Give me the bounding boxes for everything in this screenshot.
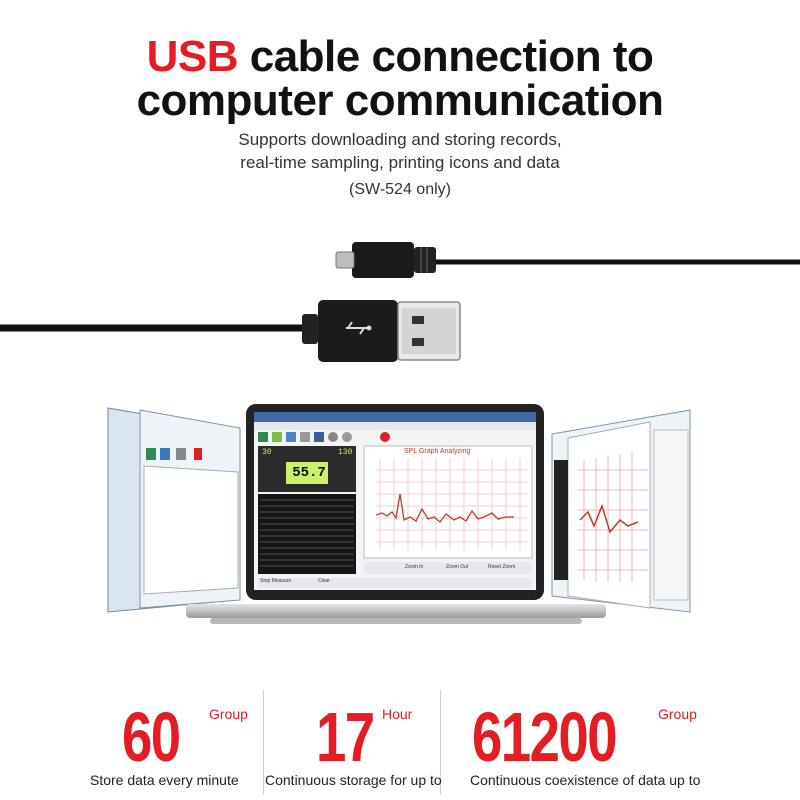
usb-a-connector-icon <box>0 300 461 362</box>
stat-unit: Hour <box>382 706 413 722</box>
stop-measure-button[interactable]: Stop Measure <box>260 578 292 584</box>
meter-range-high: 130 <box>338 448 353 457</box>
stat-number: 17 <box>316 698 375 776</box>
stats-divider <box>263 690 264 795</box>
stat-number: 61200 <box>472 698 618 776</box>
usb-cable-illustration <box>0 242 800 362</box>
stat-unit: Group <box>209 706 248 722</box>
stat-unit: Group <box>658 706 697 722</box>
headline-line-1-rest: cable connection to <box>238 32 654 81</box>
zoom-out-button[interactable]: Zoom Out <box>446 564 469 570</box>
headline-accent: USB <box>146 32 239 81</box>
stat-number: 60 <box>122 698 181 776</box>
clear-button[interactable]: Clear <box>318 578 330 584</box>
stat-caption: Store data every minute <box>90 772 239 788</box>
stat-caption: Continuous coexistence of data up to <box>470 772 701 788</box>
graph-title: SPL Graph Analyzing <box>404 448 471 455</box>
right-software-window <box>551 409 691 613</box>
zoom-in-button[interactable]: Zoom In <box>405 564 424 570</box>
meter-range-low: 30 <box>262 448 272 457</box>
subtitle-model-note: (SW-524 only) <box>349 181 451 198</box>
stats-row: 60 Group Store data every minute 17 Hour… <box>0 690 800 800</box>
left-software-window <box>107 407 241 613</box>
stats-divider <box>440 690 441 795</box>
subtitle-line-2: real-time sampling, printing icons and d… <box>240 153 560 172</box>
headline-line-2: computer communication <box>136 76 664 125</box>
micro-usb-connector-icon <box>335 242 800 278</box>
subtitle-line-1: Supports downloading and storing records… <box>238 130 562 149</box>
stat-caption: Continuous storage for up to <box>265 772 442 788</box>
laptop-software-illustration <box>107 404 691 624</box>
meter-reading: 55.7 <box>292 465 326 481</box>
reset-zoom-button[interactable]: Reset Zoom <box>488 564 516 570</box>
headline-line-1: USB cable connection to <box>0 34 800 80</box>
laptop <box>246 404 544 600</box>
